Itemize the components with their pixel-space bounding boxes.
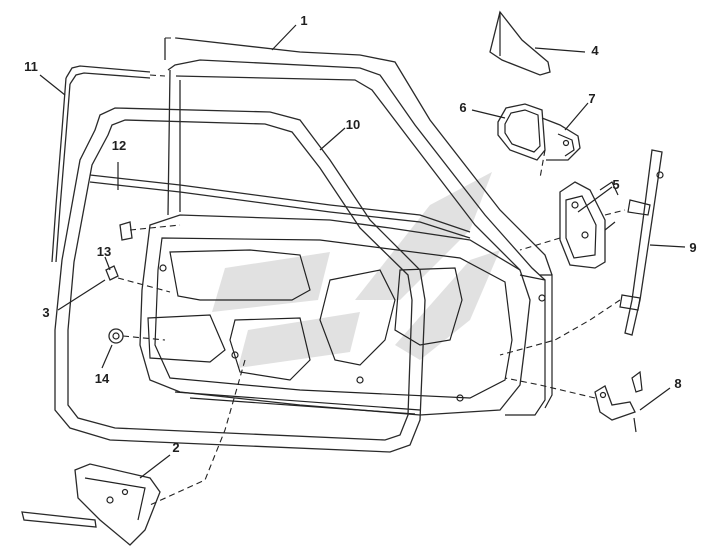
callout-6: 6 (459, 100, 467, 115)
callout-9: 9 (689, 240, 697, 255)
window-guide-rail (619, 149, 664, 336)
small-fasteners (105, 221, 133, 344)
window-regulator-motor-bracket (559, 181, 619, 269)
callout-12: 12 (111, 138, 127, 153)
callout-10: 10 (345, 117, 361, 132)
callout-3: 3 (42, 305, 50, 320)
inner-belt-strip (89, 174, 471, 239)
callout-leader-lines (39, 24, 686, 479)
corner-trim-cover (489, 10, 551, 76)
mirror-assembly (497, 103, 581, 161)
watermark-logo (212, 172, 500, 368)
callout-11: 11 (24, 59, 38, 74)
lower-hinge-bracket (21, 463, 161, 546)
callout-8: 8 (674, 376, 682, 391)
callout-14: 14 (94, 371, 110, 386)
door-weatherstrip (54, 107, 426, 453)
door-lock-mechanism (594, 370, 643, 433)
outer-belt-strip (51, 65, 166, 263)
assembly-guide-lines (117, 149, 626, 506)
callout-5: 5 (612, 177, 620, 192)
callout-13: 13 (96, 244, 112, 259)
callout-4: 4 (591, 43, 599, 58)
callout-1: 1 (300, 13, 308, 28)
callout-2: 2 (172, 440, 180, 455)
callout-7: 7 (588, 91, 596, 106)
door-outer-frame (139, 37, 553, 416)
